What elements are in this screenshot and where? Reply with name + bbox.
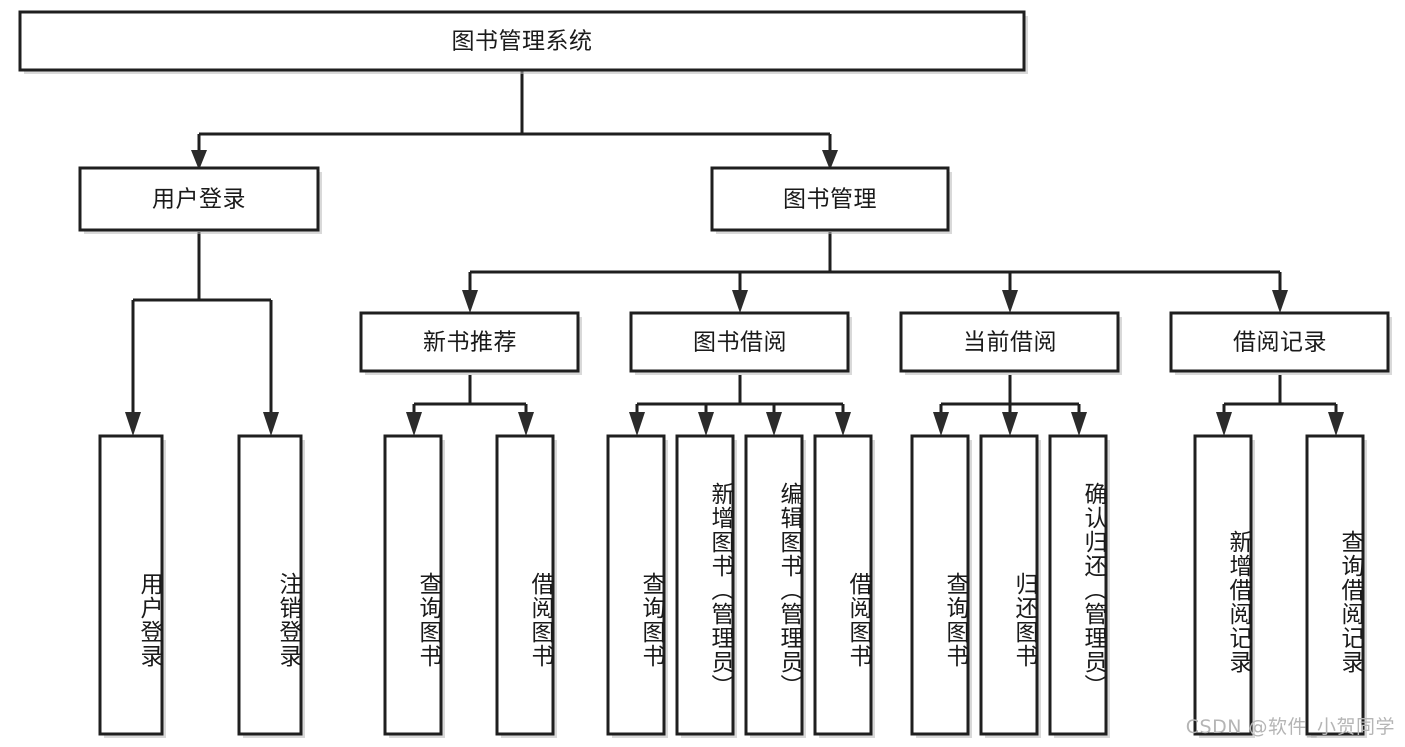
- leaf-borrow-book-2-box[interactable]: [813, 434, 873, 736]
- node-layer-horizontal: 图书管理系统 用户登录 图书管理 新书推荐 图书借阅 当前借阅 借阅记录: [18, 10, 1392, 375]
- book-borrow-node-label: 图书借阅: [693, 330, 787, 356]
- current-borrow-node-box[interactable]: [899, 311, 1120, 373]
- watermark-text: CSDN @软件_小贺同学: [1185, 716, 1395, 738]
- borrow-record-node-label: 借阅记录: [1233, 330, 1327, 356]
- user-login-node-box[interactable]: [78, 166, 320, 232]
- new-book-recommend-node-box[interactable]: [359, 311, 580, 373]
- arrow-to-leaf-query-book-1: [406, 412, 422, 436]
- arrow-to-leaf-confirm-return: [1071, 412, 1087, 436]
- arrow-to-leaf-logout-login: [263, 412, 279, 436]
- arrow-to-leaf-user-login: [125, 412, 141, 436]
- book-borrow-node-box[interactable]: [629, 311, 850, 373]
- arrow-to-book-borrow: [732, 290, 748, 313]
- leaf-user-login-box[interactable]: [98, 434, 164, 736]
- arrow-to-user-login: [191, 150, 207, 170]
- leaf-query-book-3-box[interactable]: [910, 434, 970, 736]
- arrow-to-current-borrow: [1002, 290, 1018, 313]
- leaf-query-book-1-box[interactable]: [383, 434, 443, 736]
- leaf-query-book-2-box[interactable]: [606, 434, 666, 736]
- current-borrow-node-label: 当前借阅: [963, 330, 1057, 356]
- arrow-to-leaf-add-book: [698, 412, 714, 436]
- arrow-to-borrow-record: [1272, 290, 1288, 313]
- user-login-node-label: 用户登录: [152, 187, 246, 213]
- root-node-label: 图书管理系统: [452, 29, 593, 55]
- arrow-to-leaf-query-borrow-record: [1328, 412, 1344, 436]
- borrow-record-node-box[interactable]: [1169, 311, 1390, 373]
- arrow-to-leaf-query-book-3: [933, 412, 949, 436]
- book-management-node-label: 图书管理: [783, 187, 877, 213]
- leaf-borrow-book-1-box[interactable]: [495, 434, 555, 736]
- leaf-confirm-return-box[interactable]: [1048, 434, 1108, 736]
- leaf-add-book-box[interactable]: [675, 434, 735, 736]
- arrow-to-leaf-borrow-book-2: [835, 412, 851, 436]
- arrow-to-leaf-query-book-2: [629, 412, 645, 436]
- book-management-node-box[interactable]: [710, 166, 950, 232]
- node-layer-leaves: [98, 434, 1367, 738]
- leaf-edit-book-box[interactable]: [744, 434, 804, 736]
- new-book-recommend-node-label: 新书推荐: [423, 330, 517, 356]
- arrow-to-leaf-return-book: [1002, 412, 1018, 436]
- arrow-to-new-book-recommend: [462, 290, 478, 313]
- leaf-return-book-box[interactable]: [979, 434, 1039, 736]
- leaf-add-borrow-record-box[interactable]: [1193, 434, 1253, 736]
- arrow-to-leaf-edit-book: [766, 412, 782, 436]
- leaf-query-borrow-record-box[interactable]: [1305, 434, 1365, 736]
- edge-layer: [125, 70, 1344, 436]
- root-node-box[interactable]: [18, 10, 1026, 72]
- arrow-to-leaf-borrow-book-1: [518, 412, 534, 436]
- leaf-logout-login-box[interactable]: [237, 434, 303, 736]
- arrow-to-book-management: [822, 150, 838, 170]
- arrow-to-leaf-add-borrow-record: [1216, 412, 1232, 436]
